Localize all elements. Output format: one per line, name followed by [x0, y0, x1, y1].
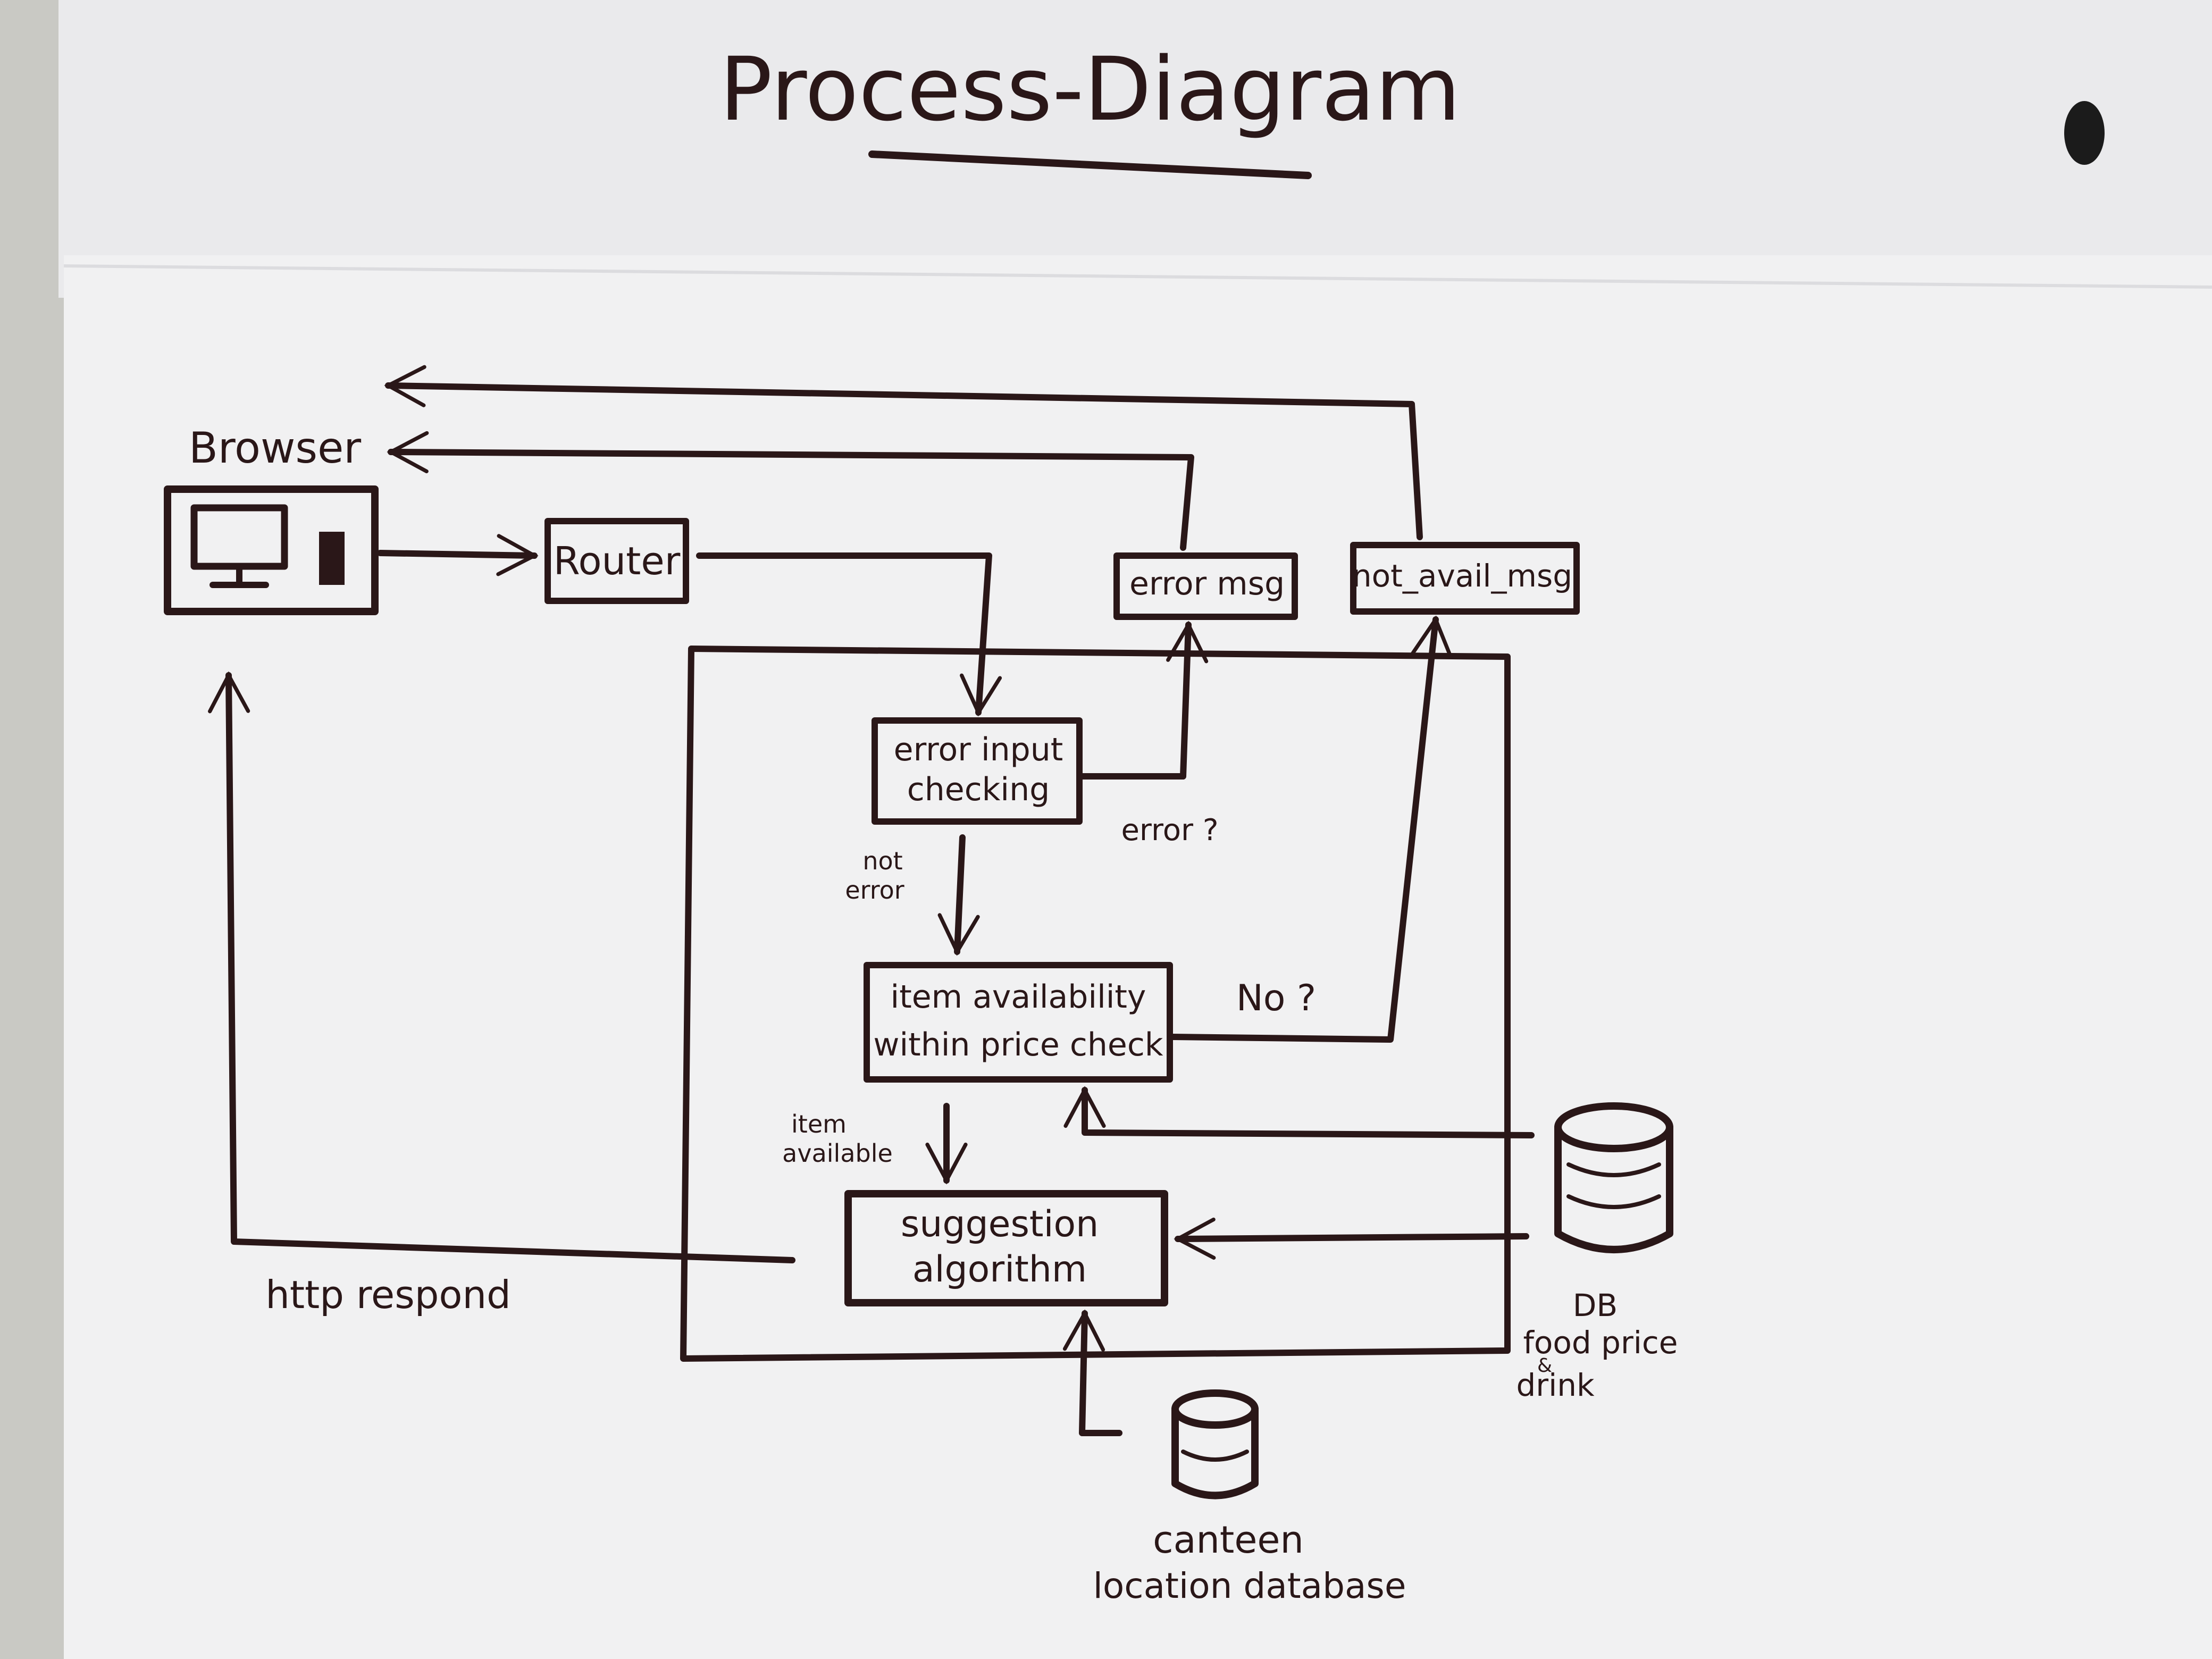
edge-dbfood-suggestion	[1174, 1217, 1529, 1260]
db-food-line1: DB	[1573, 1287, 1618, 1323]
edge-suggestion-browser	[208, 671, 795, 1263]
diagram-title: Process-Diagram	[719, 38, 1461, 140]
edge-browser-router	[377, 534, 539, 576]
browser-box	[164, 485, 379, 615]
router-label: Router	[554, 539, 681, 583]
ink-blot	[2064, 101, 2105, 165]
suggestion-line1: suggestion	[901, 1203, 1099, 1245]
system-boundary	[680, 646, 1511, 1362]
error-check-line2: checking	[907, 771, 1050, 808]
edge-label-no: No ?	[1236, 977, 1316, 1019]
browser-label: Browser	[189, 423, 361, 473]
paper-fold-line	[63, 264, 2212, 289]
error-msg-box	[1113, 552, 1298, 620]
edge-label-not-error-2: error	[845, 876, 904, 904]
edge-errormsg-browser	[387, 431, 1194, 551]
availability-check-box	[864, 962, 1173, 1083]
background-sheet	[58, 0, 2212, 298]
edge-label-item-available-1: item	[791, 1110, 847, 1138]
edge-label-http-respond: http respond	[265, 1272, 511, 1317]
db-food-line3: &	[1537, 1355, 1552, 1377]
db-canteen-line2: location database	[1093, 1565, 1406, 1606]
edge-notavail-browser	[384, 365, 1423, 540]
db-food-line2: food price	[1523, 1325, 1678, 1361]
edge-errorcheck-availability	[937, 834, 980, 956]
edge-canteen-suggestion	[1062, 1309, 1122, 1436]
edge-availability-notavail	[1169, 615, 1453, 1043]
edge-label-not-error-1: not	[862, 847, 902, 875]
error-check-line1: error input	[894, 731, 1063, 768]
not-avail-msg-label: not_avail_msg	[1352, 558, 1572, 594]
title-underline	[868, 150, 1312, 179]
suggestion-line2: algorithm	[912, 1249, 1087, 1291]
database-icon	[1554, 1102, 1673, 1253]
db-food-line4: drink	[1516, 1367, 1595, 1403]
monitor-icon	[190, 504, 345, 588]
edge-router-errorcheck	[696, 552, 1002, 717]
db-canteen-line1: canteen	[1153, 1518, 1304, 1562]
error-check-box	[872, 717, 1083, 825]
edge-label-error: error ?	[1121, 813, 1218, 848]
edge-dbfood-availability	[1063, 1086, 1535, 1138]
availability-check-line2: within price check	[873, 1026, 1163, 1063]
router-box	[544, 518, 689, 604]
paper-sheet	[64, 255, 2212, 1659]
not-avail-msg-box	[1350, 542, 1580, 615]
error-msg-label: error msg	[1129, 565, 1285, 602]
database-icon	[1171, 1389, 1259, 1499]
suggestion-box	[844, 1190, 1168, 1306]
edge-label-item-available-2: available	[782, 1139, 893, 1168]
edge-errorcheck-errormsg	[1079, 621, 1209, 780]
availability-check-line1: item availability	[891, 978, 1146, 1016]
